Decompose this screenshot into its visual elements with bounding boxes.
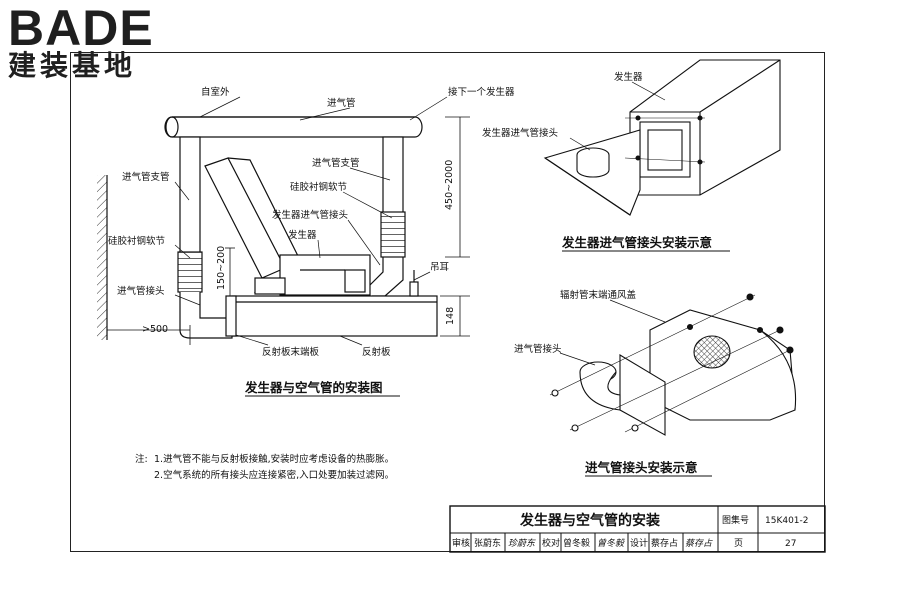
checker-signature: 曾冬毅: [597, 538, 625, 549]
label-detail-intake-joint: 发生器进气管接头: [482, 127, 558, 139]
label-vent-cover: 辐射管末端通风盖: [560, 289, 637, 301]
label-branch-right: 进气管支管: [312, 157, 360, 169]
left-silicone-hose: [177, 251, 203, 293]
logo-brand: BADE: [8, 0, 154, 56]
right-joint-line: [369, 257, 384, 286]
label-silicone-hose-left: 硅胶衬钢软节: [108, 235, 165, 247]
right-branch-pipe: [382, 136, 404, 218]
joint-flange-plate: [619, 354, 666, 436]
reflector-end-plate: [225, 295, 237, 337]
hanger: [409, 281, 419, 297]
label-generator-intake-joint: 发生器进气管接头: [272, 209, 348, 221]
note-1: 1.进气管不能与反射板接触,安装时应考虑设备的热膨胀。: [154, 453, 394, 465]
caption-main-diagram: 发生器与空气管的安装图: [244, 380, 383, 395]
label-branch-left: 进气管支管: [122, 171, 170, 183]
label-reflector-end-plate: 反射板末端板: [262, 346, 320, 358]
label-generator: 发生器: [288, 229, 317, 241]
label-from-outdoor: 自室外: [201, 86, 230, 98]
page-number: 27: [785, 539, 796, 549]
page-label: 页: [734, 538, 743, 549]
review-label: 审核: [452, 537, 470, 549]
reflector-plate: [231, 295, 438, 337]
atlas-label: 图集号: [722, 514, 749, 526]
detail-intake-joint: [549, 293, 797, 436]
check-label: 校对: [542, 537, 560, 549]
label-detail-generator: 发生器: [614, 71, 643, 83]
checker-name: 曾冬毅: [563, 537, 590, 549]
caption-detail-top: 发生器进气管接头安装示意: [561, 235, 712, 250]
detail-generator-intake: [543, 59, 781, 216]
notes-prefix: 注:: [135, 453, 148, 465]
drawing-frame: [70, 52, 825, 552]
label-detail-bottom-intake-joint: 进气管接头: [514, 343, 562, 355]
dim-148: 148: [445, 307, 456, 325]
atlas-number: 15K401-2: [765, 516, 809, 526]
reviewer-signature: 珍蔚东: [508, 538, 536, 549]
title-block: [449, 505, 826, 553]
designer-signature: 蔡存占: [685, 538, 713, 549]
wall-hatch: [97, 175, 107, 340]
caption-detail-bottom: 进气管接头安装示意: [585, 460, 698, 475]
main-installation-diagram: [97, 96, 470, 346]
vent-mesh: [693, 335, 731, 369]
dim-gap-range: 150~200: [216, 246, 227, 290]
label-hanger: 吊耳: [430, 262, 449, 273]
right-silicone-hose: [380, 211, 406, 258]
label-intake-joint: 进气管接头: [117, 285, 165, 297]
label-silicone-hose-right: 硅胶衬钢软节: [290, 181, 347, 193]
intake-pipe: [164, 116, 423, 138]
note-2: 2.空气系统的所有接头应连接紧密,入口处要加装过滤网。: [154, 469, 394, 481]
designer-name: 蔡存占: [651, 537, 678, 549]
design-label: 设计: [630, 537, 648, 549]
dim-500: >500: [142, 324, 168, 335]
label-intake-pipe: 进气管: [327, 97, 356, 109]
dim-height-range: 450~2000: [444, 160, 455, 210]
left-elbow-pipe: [179, 292, 233, 339]
label-to-next-generator: 接下一个发生器: [448, 86, 515, 98]
left-branch-pipe: [179, 136, 201, 256]
reviewer-name: 张蔚东: [474, 537, 501, 549]
title-block-title: 发生器与空气管的安装: [519, 512, 661, 529]
label-reflector: 反射板: [362, 346, 391, 358]
